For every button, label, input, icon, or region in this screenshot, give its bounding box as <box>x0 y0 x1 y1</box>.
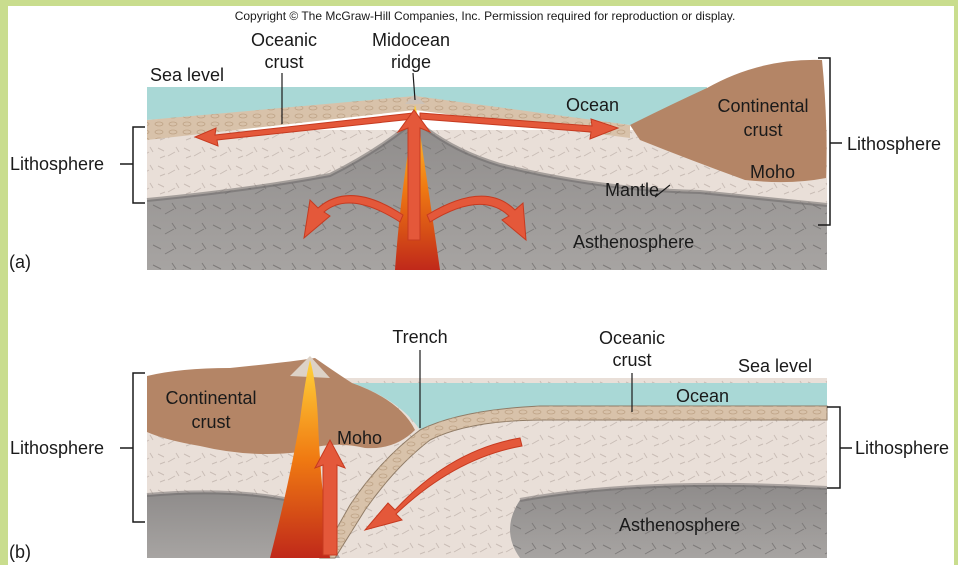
panel-b-lithosphere-right-label: Lithosphere <box>855 438 949 458</box>
panel-b-trench-label: Trench <box>392 327 447 347</box>
panel-b-lithosphere-bracket-left <box>120 373 145 522</box>
panel-b-moho-label: Moho <box>337 428 382 448</box>
panel-a-lithosphere-right-label: Lithosphere <box>847 134 941 154</box>
panel-a-letter: (a) <box>9 252 31 272</box>
panel-a-asthenosphere-label: Asthenosphere <box>573 232 694 252</box>
panel-a: Oceanic crust Midocean ridge Sea level O… <box>9 30 941 272</box>
panel-b-sea-level-label: Sea level <box>738 356 812 376</box>
panel-b-continental-crust-label-2: crust <box>191 412 230 432</box>
panel-b-lithosphere-left-label: Lithosphere <box>10 438 104 458</box>
panel-b-lithosphere-bracket-right <box>827 407 852 488</box>
panel-b: Trench Oceanic crust Sea level Ocean Con… <box>9 327 949 562</box>
panel-a-ocean-label: Ocean <box>566 95 619 115</box>
panel-a-continental-crust-label-1: Continental <box>717 96 808 116</box>
panel-a-lithosphere-bracket-left <box>120 127 145 203</box>
panel-b-letter: (b) <box>9 542 31 562</box>
panel-a-lithosphere-left-label: Lithosphere <box>10 154 104 174</box>
panel-b-oceanic-crust-label-1: Oceanic <box>599 328 665 348</box>
panel-a-oceanic-crust-label-1: Oceanic <box>251 30 317 50</box>
panel-b-continental-crust-label-1: Continental <box>165 388 256 408</box>
panel-a-midocean-ridge-label-1: Midocean <box>372 30 450 50</box>
panel-a-sea-level-label: Sea level <box>150 65 224 85</box>
panel-a-moho-label: Moho <box>750 162 795 182</box>
panel-a-oceanic-crust-label-2: crust <box>264 52 303 72</box>
panel-a-midocean-ridge-label-2: ridge <box>391 52 431 72</box>
panel-b-asthenosphere-label: Asthenosphere <box>619 515 740 535</box>
panel-a-mantle-label: Mantle <box>605 180 659 200</box>
panel-b-ocean-label: Ocean <box>676 386 729 406</box>
copyright-notice: Copyright © The McGraw-Hill Companies, I… <box>235 9 736 23</box>
panel-a-continental-crust-label-2: crust <box>743 120 782 140</box>
panel-b-oceanic-crust-label-2: crust <box>612 350 651 370</box>
